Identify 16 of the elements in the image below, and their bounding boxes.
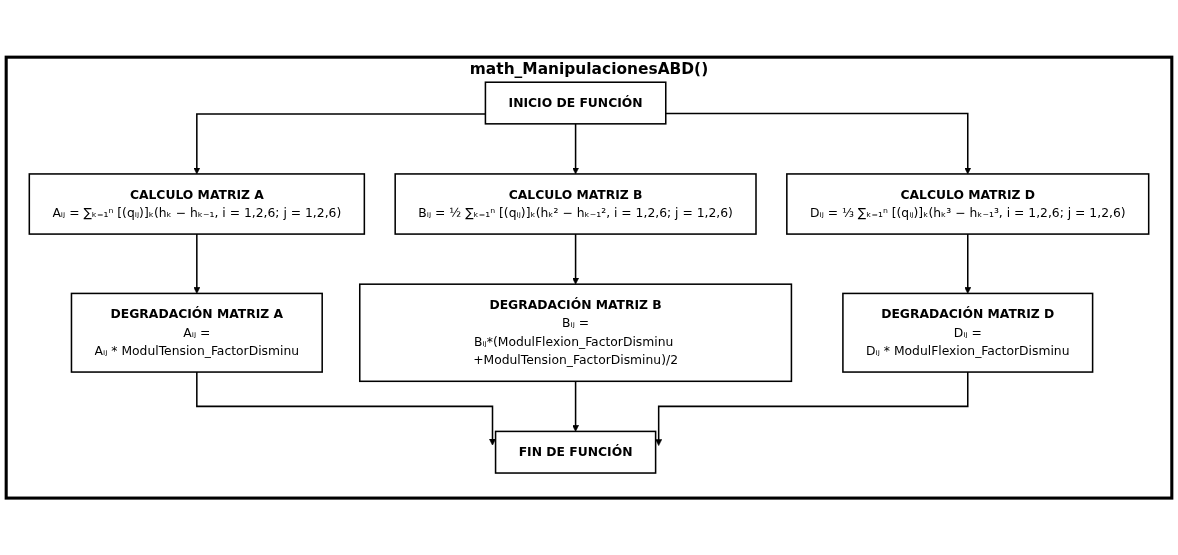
node-box: CALCULO MATRIZ B Bᵢⱼ = ½ ∑ₖ₌₁ⁿ [(qᵢⱼ)]ₖ(hₖ² − hₖ₋₁², i = 1,2,6; j = 1,2,6) xyxy=(394,173,757,235)
node-box: INICIO DE FUNCIÓN xyxy=(484,81,667,125)
arrow xyxy=(964,233,972,294)
arrow xyxy=(655,371,969,446)
node-box: FIN DE FUNCIÓN xyxy=(494,430,657,474)
node-box: DEGRADACIÓN MATRIZ B Bᵢⱼ = Bᵢⱼ*(ModulFlexion_FactorDisminu +ModulTension_FactorDisminu)/2 xyxy=(359,283,793,382)
arrow xyxy=(572,233,579,285)
node-box: CALCULO MATRIZ A Aᵢⱼ = ∑ₖ₌₁ⁿ [(qᵢⱼ)]ₖ(hₖ − hₖ₋₁, i = 1,2,6; j = 1,2,6) xyxy=(28,173,366,235)
arrow xyxy=(572,122,579,175)
arrow xyxy=(193,233,201,294)
arrow xyxy=(196,371,496,446)
arrow xyxy=(572,380,579,432)
node-box: DEGRADACIÓN MATRIZ A Aᵢⱼ = Aᵢⱼ * ModulTension_FactorDisminu xyxy=(70,292,323,373)
arrow xyxy=(665,112,972,175)
node-box: CALCULO MATRIZ D Dᵢⱼ = ⅓ ∑ₖ₌₁ⁿ [(qᵢⱼ)]ₖ(hₖ³ − hₖ₋₁³, i = 1,2,6; j = 1,2,6) xyxy=(786,173,1150,235)
node-box: DEGRADACIÓN MATRIZ D Dᵢⱼ = Dᵢⱼ * ModulFlexion_FactorDisminu xyxy=(842,292,1094,373)
